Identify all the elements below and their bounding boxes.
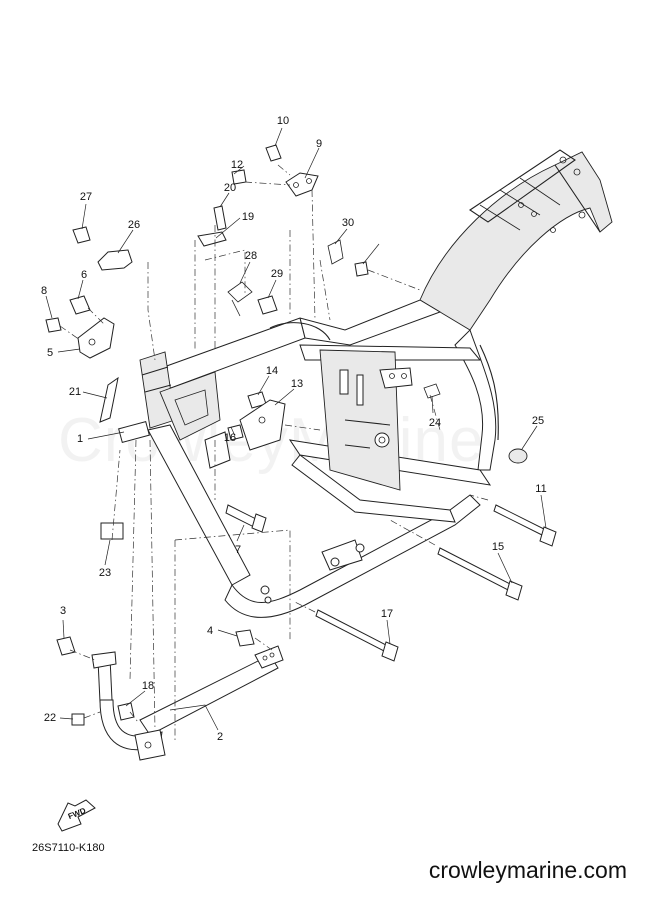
callout-21: 22 [44,712,56,724]
main-frame [118,299,492,618]
leader-lines [45,127,547,731]
callout-28: 29 [271,268,283,280]
callout-27: 28 [245,250,257,262]
callout-10: 11 [535,483,546,495]
front-downtube [91,645,284,761]
callout-23: 24 [429,417,441,429]
callout-6: 7 [235,544,241,556]
callout-17: 18 [142,680,154,692]
callout-25: 26 [128,219,140,231]
callout-1: 1 [77,433,83,445]
website-link[interactable]: crowleymarine.com [428,857,627,883]
callout-9: 10 [277,115,289,127]
callout-4: 5 [47,347,53,359]
callout-7: 8 [41,285,47,297]
callout-20: 21 [69,386,81,398]
callout-26: 27 [80,191,92,203]
callout-5: 6 [81,269,87,281]
callout-3-upper: 3 [60,605,66,617]
hardware [45,144,557,726]
callout-13: 14 [266,365,278,377]
rear-frame-assembly [419,149,613,471]
callout-16: 17 [381,608,393,620]
callout-19: 20 [224,182,236,194]
fwd-arrow-icon: FWD [57,799,96,832]
callout-24: 25 [532,415,544,427]
callout-15: 16 [224,432,236,444]
callout-2: 2 [217,731,223,743]
callout-8: 9 [316,138,322,150]
assembly-lines [59,164,489,740]
callout-22: 23 [99,567,111,579]
callout-3-lower: 4 [207,625,213,637]
callout-numbers: 10 9 12 20 19 27 26 6 8 5 21 1 23 28 29 … [41,115,547,743]
callout-14: 15 [492,541,504,553]
callout-11: 12 [231,159,243,171]
callout-12: 13 [291,378,303,390]
callout-18: 19 [242,211,254,223]
callout-29: 30 [342,217,354,229]
drawing-code: 26S7110-K180 [32,842,105,854]
